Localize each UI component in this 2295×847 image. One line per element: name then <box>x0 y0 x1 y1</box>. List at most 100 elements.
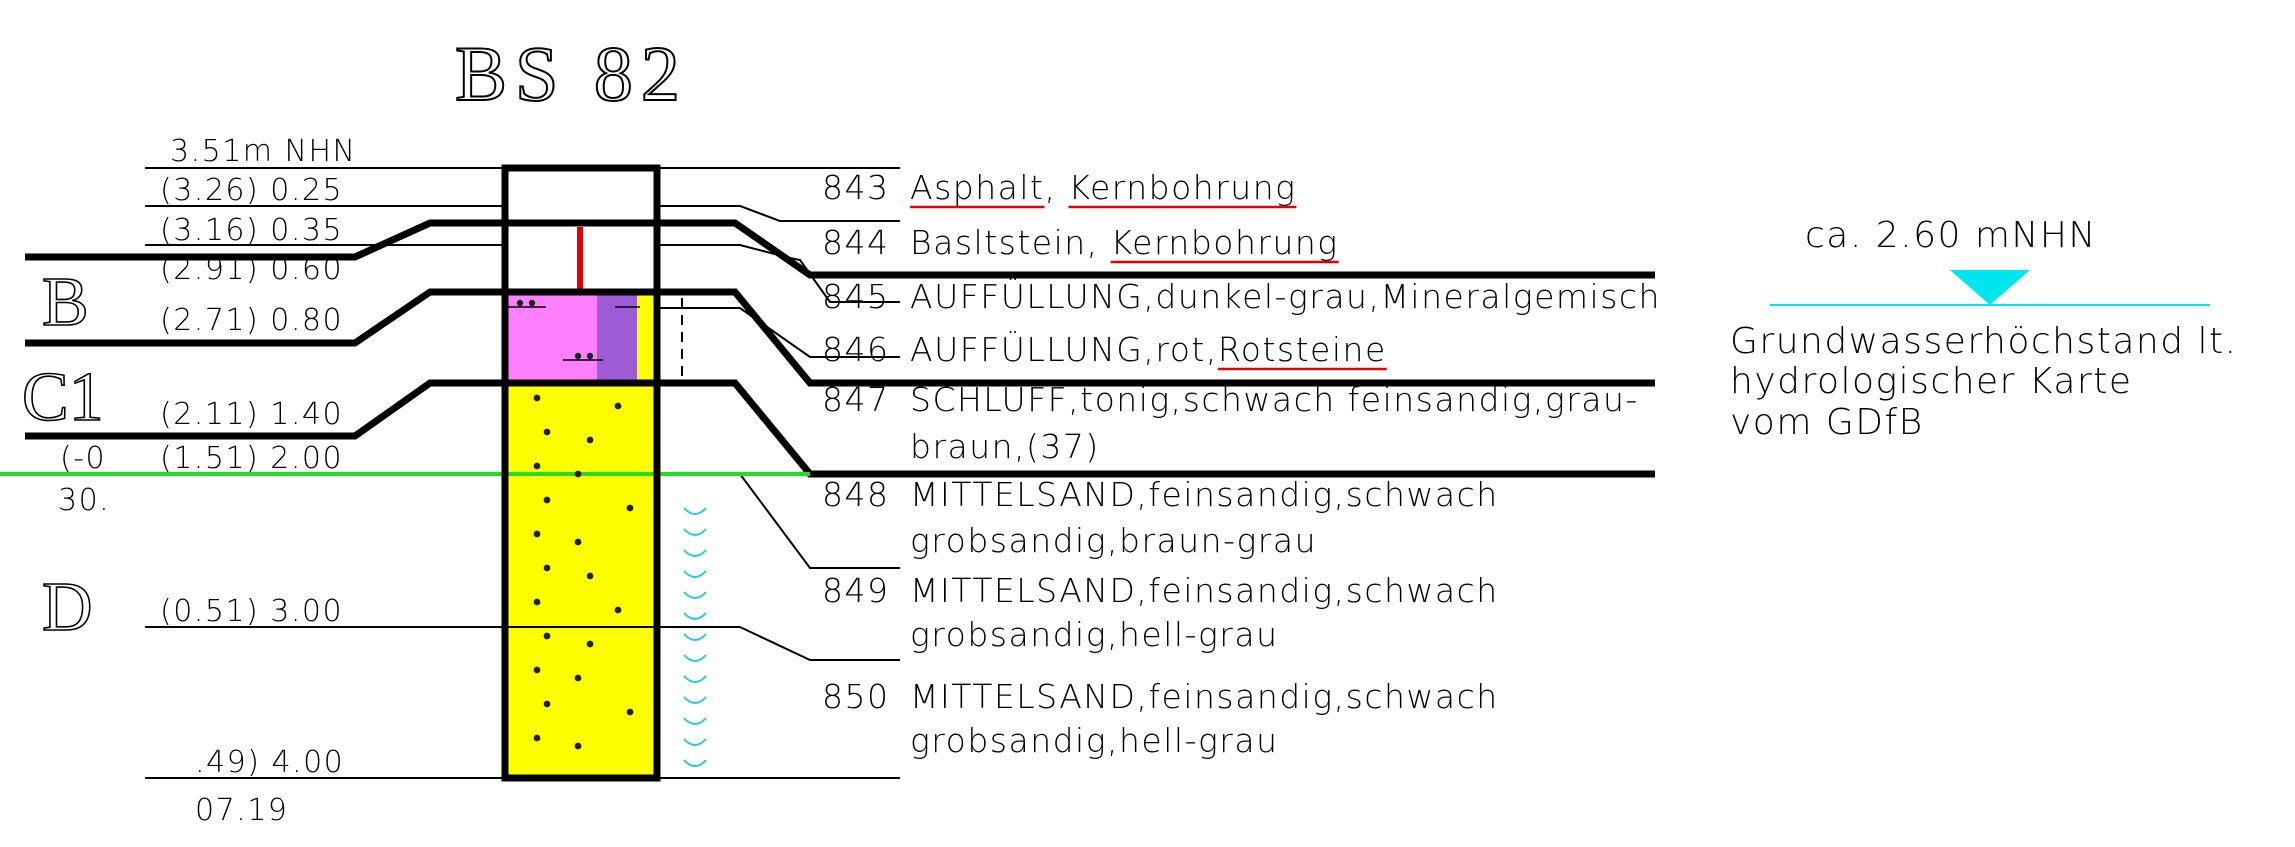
connector-843 <box>657 205 900 222</box>
layer-desc-846: AUFFÜLLUNG,rot,Rotsteine <box>910 330 1387 369</box>
sand-dot <box>533 530 541 538</box>
layer-desc-848: MITTELSAND,feinsandig,schwach <box>910 475 1499 514</box>
sand-dot <box>533 666 541 674</box>
water-wave-symbol <box>683 738 707 746</box>
layer-desc-849: MITTELSAND,feinsandig,schwach <box>910 571 1499 610</box>
desc-part: MITTELSAND,feinsandig,schwach <box>910 571 1499 610</box>
sand-dot <box>574 538 582 546</box>
sand-dot <box>533 598 541 606</box>
desc-part: AUFFÜLLUNG,rot, <box>910 330 1218 369</box>
layer-desc-849-line2: grobsandig,hell-grau <box>910 615 1279 654</box>
underlined-term: Asphalt <box>910 168 1044 207</box>
water-wave-symbol <box>683 654 707 662</box>
layer-id-849: 849 <box>822 571 890 610</box>
layer-descriptions: 843 Asphalt, Kernbohrung 844 Basltstein, Ke… <box>822 168 1661 760</box>
depth-label-2-00: (1.51) 2.00 <box>160 441 343 476</box>
sand-dot <box>586 640 594 648</box>
borehole-title: BS 82 <box>455 30 688 117</box>
sand-dot <box>543 496 551 504</box>
groundwater-note-line-3: vom GDfB <box>1730 402 1924 443</box>
sand-dot <box>574 470 582 478</box>
fill-sand-yellow <box>505 383 657 778</box>
desc-part: , <box>1044 168 1068 207</box>
left-fragment-30: 30. <box>58 483 110 518</box>
layer-desc-847-line2: braun,(37) <box>910 427 1100 466</box>
sand-dot <box>543 428 551 436</box>
sand-dot <box>543 700 551 708</box>
water-wave-symbol <box>683 696 707 704</box>
sand-dot <box>574 742 582 750</box>
fill-auffuellung-pink <box>505 295 597 383</box>
sand-dot <box>533 394 541 402</box>
sand-dot <box>533 734 541 742</box>
sand-dot <box>614 402 622 410</box>
groundwater-level-label: ca. 2.60 mNHN <box>1805 215 2097 256</box>
sand-dot <box>543 564 551 572</box>
layer-id-846: 846 <box>822 330 890 369</box>
layer-desc-847: SCHLUFF,tonig,schwach feinsandig,grau- <box>910 380 1639 419</box>
connector-846 <box>657 307 900 358</box>
layer-id-847: 847 <box>822 380 890 419</box>
groundwater-wave-symbols <box>683 507 707 767</box>
borehole-column-outline <box>501 164 661 782</box>
depth-label-1-40: (2.11) 1.40 <box>160 397 343 432</box>
desc-part: Basltstein, <box>910 223 1111 262</box>
fill-symbol-group-2 <box>563 306 640 361</box>
groundwater-note-line-1: Grundwasserhöchstand lt. <box>1730 321 2238 362</box>
zone-label-c1: C1 <box>22 359 104 436</box>
depth-label-0-25: (3.26) 0.25 <box>160 173 343 208</box>
layer-id-845: 845 <box>822 277 890 316</box>
fill-symbol-group-1 <box>508 299 546 308</box>
boundary-line-d-top <box>25 379 1655 478</box>
fill-auffuellung-yellow-strip <box>637 295 657 383</box>
desc-part: MITTELSAND,feinsandig,schwach <box>910 677 1499 716</box>
water-wave-symbol <box>683 528 707 536</box>
groundwater-note-line-2: hydrologischer Karte <box>1730 361 2133 402</box>
boundary-line-b-top <box>25 219 1655 279</box>
water-wave-symbol <box>683 633 707 641</box>
sand-dot <box>586 572 594 580</box>
water-wave-symbol <box>683 717 707 725</box>
water-wave-symbol <box>683 675 707 683</box>
desc-part: MITTELSAND,feinsandig,schwach <box>910 475 1499 514</box>
water-wave-symbol <box>683 591 707 599</box>
left-fragment-date: 07.19 <box>195 793 288 828</box>
layer-desc-845: AUFFÜLLUNG,dunkel-grau,Mineralgemisch <box>910 277 1661 316</box>
layer-desc-844: Basltstein, Kernbohrung <box>910 223 1339 262</box>
water-wave-symbol <box>683 612 707 620</box>
desc-part: AUFFÜLLUNG,dunkel-grau,Mineralgemisch <box>910 277 1661 316</box>
sand-dot <box>626 504 634 512</box>
depth-label-0-60: (2.91) 0.60 <box>160 252 343 287</box>
boundary-line-c1-top <box>25 288 1655 387</box>
connector-845 <box>657 244 900 303</box>
left-fragment-paren: (-0 <box>60 441 106 476</box>
water-wave-symbol <box>683 549 707 557</box>
groundwater-triangle-icon <box>1950 270 2030 305</box>
layer-id-844: 844 <box>822 223 890 262</box>
layer-desc-843: Asphalt, Kernbohrung <box>910 168 1296 207</box>
sand-dot <box>574 674 582 682</box>
water-wave-symbol <box>683 570 707 578</box>
water-wave-symbol <box>683 759 707 767</box>
depth-label-3-00: (0.51) 3.00 <box>160 594 343 629</box>
elevation-label: 3.51m NHN <box>170 134 357 169</box>
desc-part: SCHLUFF,tonig,schwach feinsandig,grau- <box>910 380 1639 419</box>
layer-id-843: 843 <box>822 168 890 207</box>
depth-label-0-35: (3.16) 0.35 <box>160 213 343 248</box>
layer-desc-850: MITTELSAND,feinsandig,schwach <box>910 677 1499 716</box>
sand-dot <box>626 708 634 716</box>
layer-id-848: 848 <box>822 475 890 514</box>
connector-849 <box>739 626 900 661</box>
layer-desc-850-line2: grobsandig,hell-grau <box>910 721 1279 760</box>
fill-auffuellung-violet <box>597 295 637 383</box>
sand-dot <box>543 632 551 640</box>
depth-label-0-80: (2.71) 0.80 <box>160 303 343 338</box>
sand-dot <box>614 606 622 614</box>
layer-id-850: 850 <box>822 677 890 716</box>
sand-dot-pattern <box>533 394 634 750</box>
zone-label-b: B <box>42 264 89 341</box>
underlined-term: Kernbohrung <box>1068 168 1296 207</box>
underlined-term: Rotsteine <box>1218 330 1387 369</box>
zone-label-d: D <box>42 569 93 646</box>
